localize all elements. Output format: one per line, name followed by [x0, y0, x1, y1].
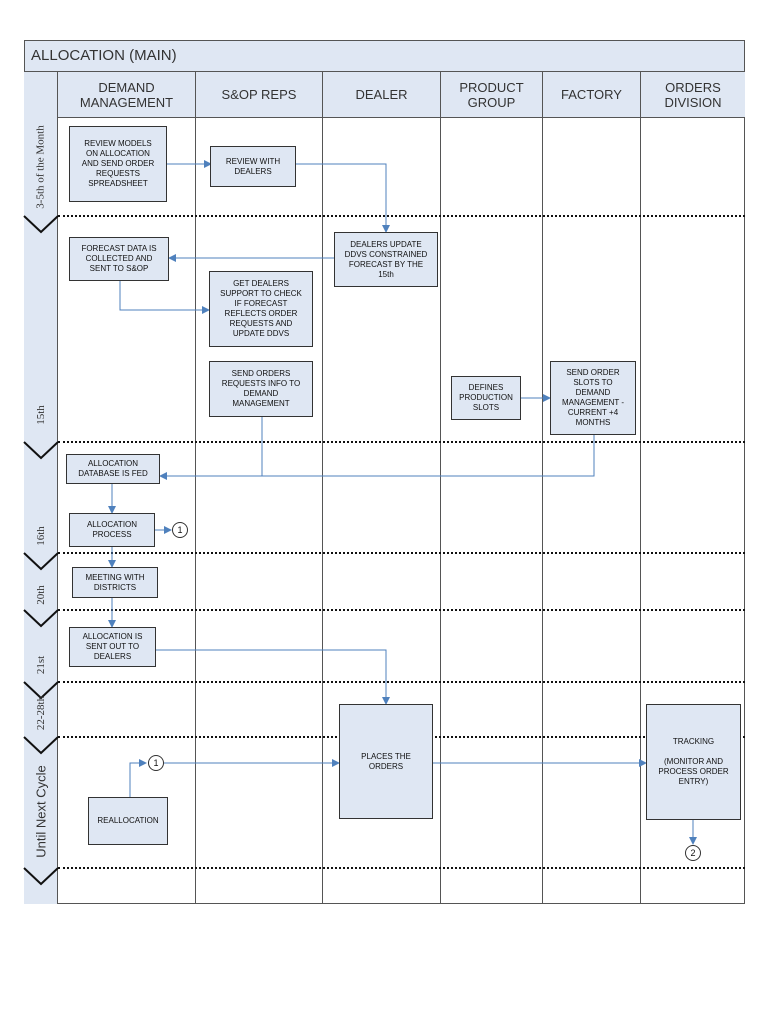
step-tracking: TRACKING (MONITOR AND PROCESS ORDER ENTR…: [646, 704, 741, 820]
phase-label-16th: 16th: [35, 526, 47, 546]
step-send-order-slots: SEND ORDER SLOTS TO DEMAND MANAGEMENT - …: [550, 361, 636, 435]
step-send-orders-info: SEND ORDERS REQUESTS INFO TO DEMAND MANA…: [209, 361, 313, 417]
arrow-factory-to-db: [262, 435, 595, 477]
phase-chevron: [23, 609, 59, 628]
phase-separator: [58, 681, 745, 683]
lane-divider: [322, 118, 323, 904]
phase-chevron: [23, 681, 59, 700]
arrow-to-dealers-update: [295, 163, 390, 233]
lane-header-product-group: PRODUCT GROUP: [441, 72, 543, 118]
lane-header-demand-management: DEMAND MANAGEMENT: [58, 72, 196, 118]
phase-label-21st: 21st: [35, 655, 47, 675]
step-allocation-process: ALLOCATION PROCESS: [69, 513, 155, 547]
phase-chevron: [23, 736, 59, 755]
connector-2: 2: [685, 845, 701, 861]
lane-header-dealer: DEALER: [323, 72, 441, 118]
arrow-orders-info-to-db: [159, 417, 263, 480]
step-allocation-sent: ALLOCATION IS SENT OUT TO DEALERS: [69, 627, 156, 667]
phase-label-22-28th: 22-28th: [35, 695, 48, 731]
phase-label-until-next-cycle: Until Next Cycle: [33, 764, 49, 858]
phase-separator: [58, 867, 745, 869]
step-places-the-orders: PLACES THE ORDERS: [339, 704, 433, 819]
step-defines-production-slots: DEFINES PRODUCTION SLOTS: [451, 376, 521, 420]
step-forecast-collected: FORECAST DATA IS COLLECTED AND SENT TO S…: [69, 237, 169, 281]
phase-separator: [58, 552, 745, 554]
phase-separator: [58, 609, 745, 611]
lane-divider: [542, 118, 543, 904]
step-meeting-with-districts: MEETING WITH DISTRICTS: [72, 567, 158, 598]
step-reallocation: REALLOCATION: [88, 797, 168, 845]
timeline-column: [24, 72, 58, 904]
step-review-with-dealers: REVIEW WITH DEALERS: [210, 146, 296, 187]
phase-label-20th: 20th: [35, 585, 47, 605]
phase-chevron: [23, 441, 59, 460]
lane-divider: [640, 118, 641, 904]
arrow-reallocation-to-c1: [129, 759, 147, 797]
lane-divider: [195, 118, 196, 904]
phase-separator: [58, 441, 745, 443]
phase-separator: [58, 215, 745, 217]
step-get-dealers-support: GET DEALERS SUPPORT TO CHECK IF FORECAST…: [209, 271, 313, 347]
step-allocation-database-fed: ALLOCATION DATABASE IS FED: [66, 454, 160, 484]
phase-label-15th: 15th: [35, 405, 47, 425]
arrow-to-support: [119, 281, 210, 314]
diagram-title: ALLOCATION (MAIN): [24, 40, 745, 72]
lane-header-sop-reps: S&OP REPS: [196, 72, 323, 118]
connector-1-out: 1: [172, 522, 188, 538]
phase-chevron: [23, 215, 59, 234]
lane-header-factory: FACTORY: [543, 72, 641, 118]
step-review-models: REVIEW MODELS ON ALLOCATION AND SEND ORD…: [69, 126, 167, 202]
connector-1-in: 1: [148, 755, 164, 771]
phase-chevron: [23, 867, 59, 886]
lane-header-orders-division: ORDERS DIVISION: [641, 72, 745, 118]
phase-chevron: [23, 552, 59, 571]
phase-label-3-5th: 3-5th of the Month: [35, 124, 48, 209]
step-dealers-update: DEALERS UPDATE DDVS CONSTRAINED FORECAST…: [334, 232, 438, 287]
arrow-sent-to-places: [156, 649, 390, 705]
lane-divider: [440, 118, 441, 904]
